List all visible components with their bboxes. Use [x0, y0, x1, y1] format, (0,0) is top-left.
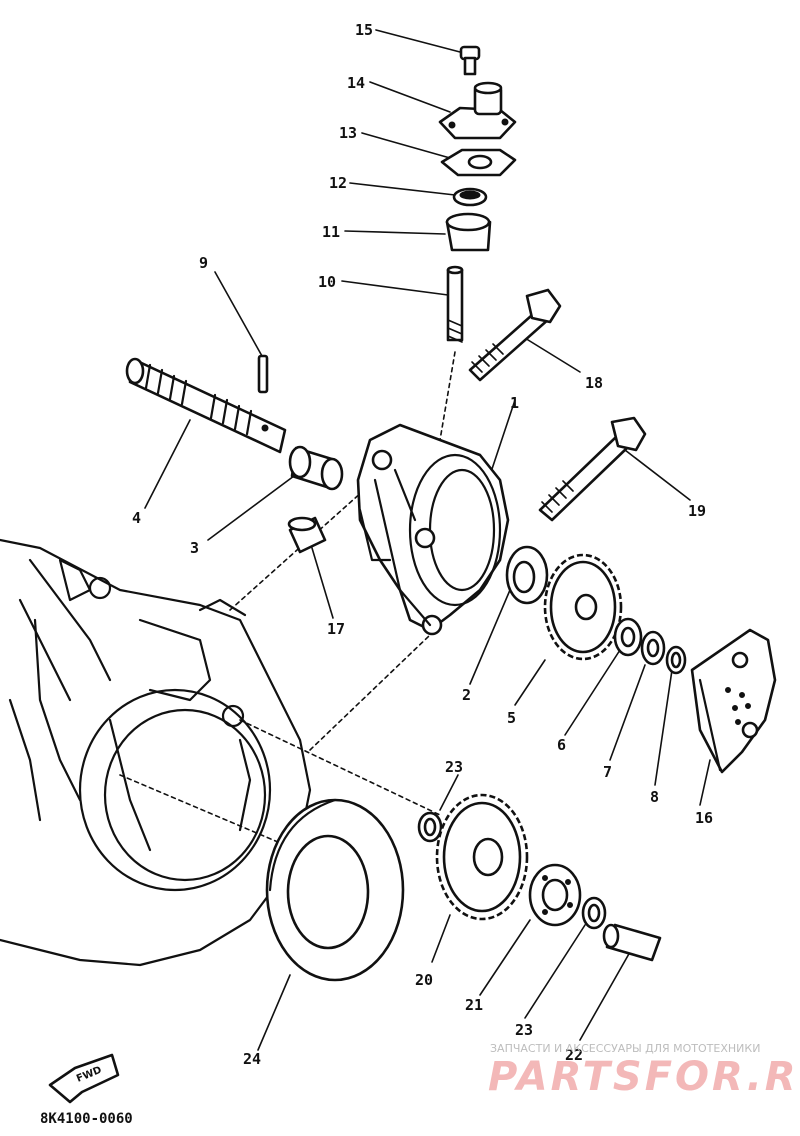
- bearing-2: [505, 545, 549, 605]
- sprocket-20: [435, 793, 529, 921]
- collar-3: [288, 445, 344, 491]
- part-label-13: 13: [339, 124, 357, 142]
- circlip-23-upper: [417, 811, 443, 843]
- part-label-8: 8: [650, 788, 659, 806]
- bolt-15: [459, 45, 481, 76]
- bushing-11: [445, 212, 492, 252]
- part-label-7: 7: [603, 763, 612, 781]
- part-label-6: 6: [557, 736, 566, 754]
- part-label-5: 5: [507, 709, 516, 727]
- part-label-18: 18: [585, 374, 603, 392]
- watermark: ЗАПЧАСТИ И АКСЕССУАРЫ ДЛЯ МОТОТЕХНИКИ PA…: [488, 1042, 800, 1100]
- part-label-19: 19: [688, 502, 706, 520]
- fwd-direction-badge: FWD: [48, 1053, 120, 1104]
- seal-12: [452, 187, 488, 207]
- part-label-17: 17: [327, 620, 345, 638]
- pump-body-1: [356, 423, 510, 636]
- shaft-10: [446, 265, 464, 343]
- part-label-22: 22: [565, 1046, 583, 1064]
- sprocket-5: [543, 553, 623, 661]
- part-label-1: 1: [510, 394, 519, 412]
- bolt-19: [538, 416, 647, 522]
- part-label-3: 3: [190, 539, 199, 557]
- crankcase-outline: [0, 538, 312, 967]
- part-label-20: 20: [415, 971, 433, 989]
- part-label-10: 10: [318, 273, 336, 291]
- circlip-8: [665, 645, 687, 675]
- bearing-21: [528, 863, 582, 927]
- washer-7: [640, 630, 666, 666]
- part-label-16: 16: [695, 809, 713, 827]
- part-number-labels: 15 14 13 12 11 10 9 4 3 17 1 18 19 2 5 6…: [132, 21, 713, 1068]
- dowel-17: [287, 516, 327, 554]
- seal-ring-24: [265, 798, 405, 982]
- part-label-24: 24: [243, 1050, 261, 1068]
- part-label-4: 4: [132, 509, 141, 527]
- pin-22: [602, 923, 662, 962]
- watermark-subtitle: ЗАПЧАСТИ И АКСЕССУАРЫ ДЛЯ МОТОТЕХНИКИ: [490, 1042, 760, 1055]
- circlip-23-lower: [581, 896, 607, 930]
- part-label-15: 15: [355, 21, 373, 39]
- part-label-23-lower: 23: [515, 1021, 533, 1039]
- gasket-13: [440, 148, 517, 177]
- part-label-14: 14: [347, 74, 365, 92]
- bolt-18: [468, 288, 562, 382]
- part-label-23-upper: 23: [445, 758, 463, 776]
- part-label-12: 12: [329, 174, 347, 192]
- part-label-11: 11: [322, 223, 340, 241]
- cover-plate-16: [690, 628, 777, 774]
- housing-14: [438, 81, 517, 140]
- worm-shaft-4: [125, 357, 287, 454]
- watermark-brand: PARTSFOR.RU: [488, 1054, 800, 1100]
- part-label-2: 2: [462, 686, 471, 704]
- part-label-21: 21: [465, 996, 483, 1014]
- part-label-9: 9: [199, 254, 208, 272]
- pin-9: [257, 354, 269, 394]
- washer-6: [613, 617, 643, 657]
- drawing-code: 8K4100-0060: [40, 1111, 133, 1127]
